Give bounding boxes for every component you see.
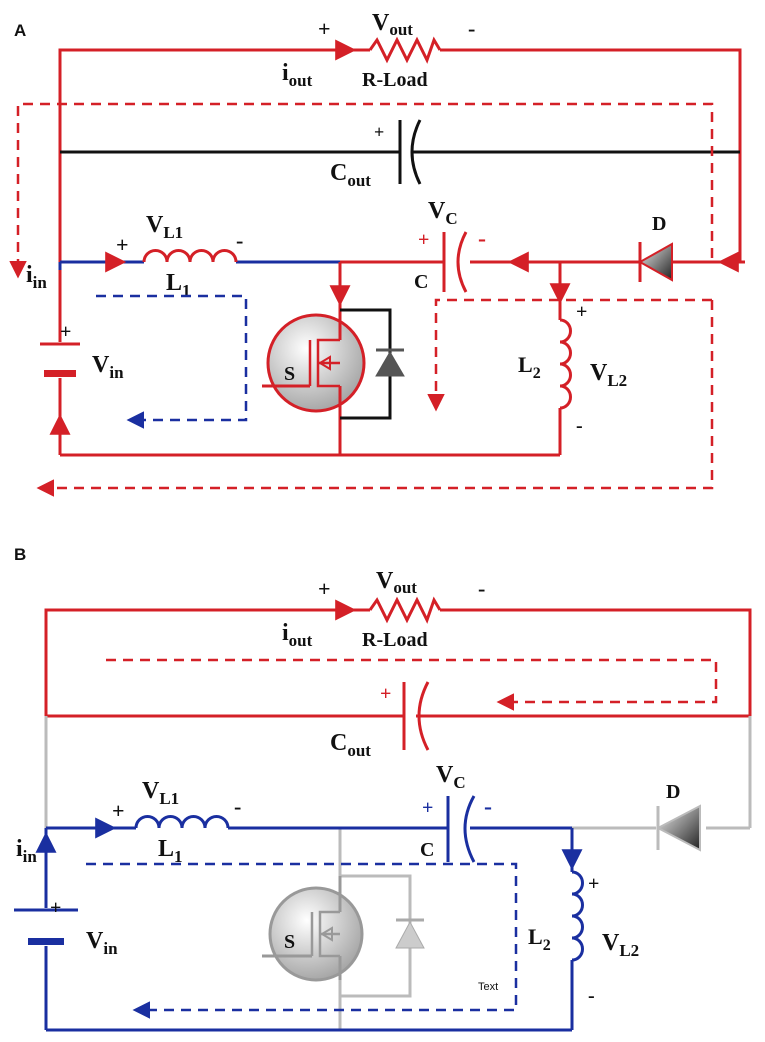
- iout-label: iout: [282, 620, 313, 650]
- l1-plus: +: [112, 798, 125, 823]
- panel-b: B + - Vout iout R-Load + Cout: [14, 545, 752, 1032]
- cout-label: Cout: [330, 160, 371, 190]
- mosfet-switch: [262, 308, 405, 455]
- l1-label: L1: [158, 836, 183, 866]
- lower-current-path: [36, 300, 714, 497]
- panel-letter: A: [14, 21, 26, 40]
- rload-plus: +: [318, 576, 331, 601]
- cout-label: Cout: [330, 730, 371, 760]
- l1-plus: +: [116, 232, 129, 257]
- vin-label: Vin: [92, 352, 124, 382]
- rload-minus: -: [478, 576, 485, 601]
- vin-battery: [40, 342, 80, 377]
- c-label: C: [420, 839, 434, 861]
- c-minus: -: [484, 794, 492, 820]
- outer-current-path: [16, 102, 714, 262]
- d-label: D: [652, 213, 666, 235]
- output-loop-wires: [58, 48, 742, 262]
- vl2-label: VL2: [590, 360, 627, 390]
- l1-inductor: [142, 249, 238, 263]
- cout-plus: +: [374, 122, 384, 142]
- l1-minus: -: [234, 794, 241, 819]
- switch-current-path: [96, 294, 248, 429]
- c-label: C: [414, 271, 428, 293]
- d-label: D: [666, 781, 680, 803]
- rload-label: R-Load: [362, 629, 428, 651]
- l2-minus: -: [576, 415, 583, 437]
- vout-label: Vout: [376, 568, 417, 597]
- iin-label: iin: [26, 262, 47, 292]
- vl1-label: VL1: [146, 212, 183, 242]
- output-current-path: [106, 658, 718, 711]
- l2-minus: -: [588, 985, 595, 1007]
- cout-capacitor: [60, 119, 740, 185]
- vl1-label: VL1: [142, 778, 179, 808]
- s-label: S: [284, 363, 295, 385]
- vout-label: Vout: [372, 10, 413, 39]
- inactive-wires: [44, 716, 752, 1030]
- text-note: Text: [478, 981, 498, 993]
- cout-plus: +: [380, 683, 391, 705]
- cout-capacitor: [402, 681, 430, 751]
- panel-letter: B: [14, 545, 26, 564]
- l2-inductor: [559, 318, 572, 410]
- l1-label: L1: [166, 270, 191, 300]
- diode: [655, 804, 701, 852]
- l1-minus: -: [236, 228, 243, 253]
- vin-battery: [14, 908, 78, 945]
- mosfet-switch: [262, 876, 425, 982]
- vin-plus: +: [60, 321, 71, 343]
- l2-plus: +: [588, 873, 599, 895]
- rload-plus: +: [318, 16, 331, 41]
- vin-label: Vin: [86, 928, 118, 958]
- vc-label: VC: [436, 762, 466, 792]
- l2-inductor: [571, 870, 584, 962]
- rload-resistor: [368, 596, 442, 624]
- l2-current-path: [427, 298, 712, 412]
- diode: [637, 242, 705, 282]
- c-minus: -: [478, 226, 486, 252]
- input-current-path: [86, 862, 518, 1019]
- l1-inductor: [134, 815, 230, 829]
- c-plus: +: [418, 229, 429, 251]
- output-loop-wires: [44, 608, 752, 718]
- l2-label: L2: [518, 352, 541, 382]
- vc-label: VC: [428, 198, 458, 228]
- l2-label: L2: [528, 924, 551, 954]
- c-capacitor: [442, 231, 468, 293]
- c-capacitor: [446, 795, 476, 863]
- iin-label: iin: [16, 836, 37, 866]
- l2-plus: +: [576, 301, 587, 323]
- rload-minus: -: [468, 16, 475, 41]
- panel-a: A + - Vout iout R-Load + Cout: [9, 10, 745, 497]
- s-label: S: [284, 931, 295, 953]
- iout-label: iout: [282, 60, 313, 90]
- c-plus: +: [422, 797, 433, 819]
- switch-node-wires: [58, 260, 740, 457]
- rload-label: R-Load: [362, 69, 428, 91]
- vin-plus: +: [50, 897, 61, 919]
- rload-resistor: [368, 36, 442, 64]
- vl2-label: VL2: [602, 930, 639, 960]
